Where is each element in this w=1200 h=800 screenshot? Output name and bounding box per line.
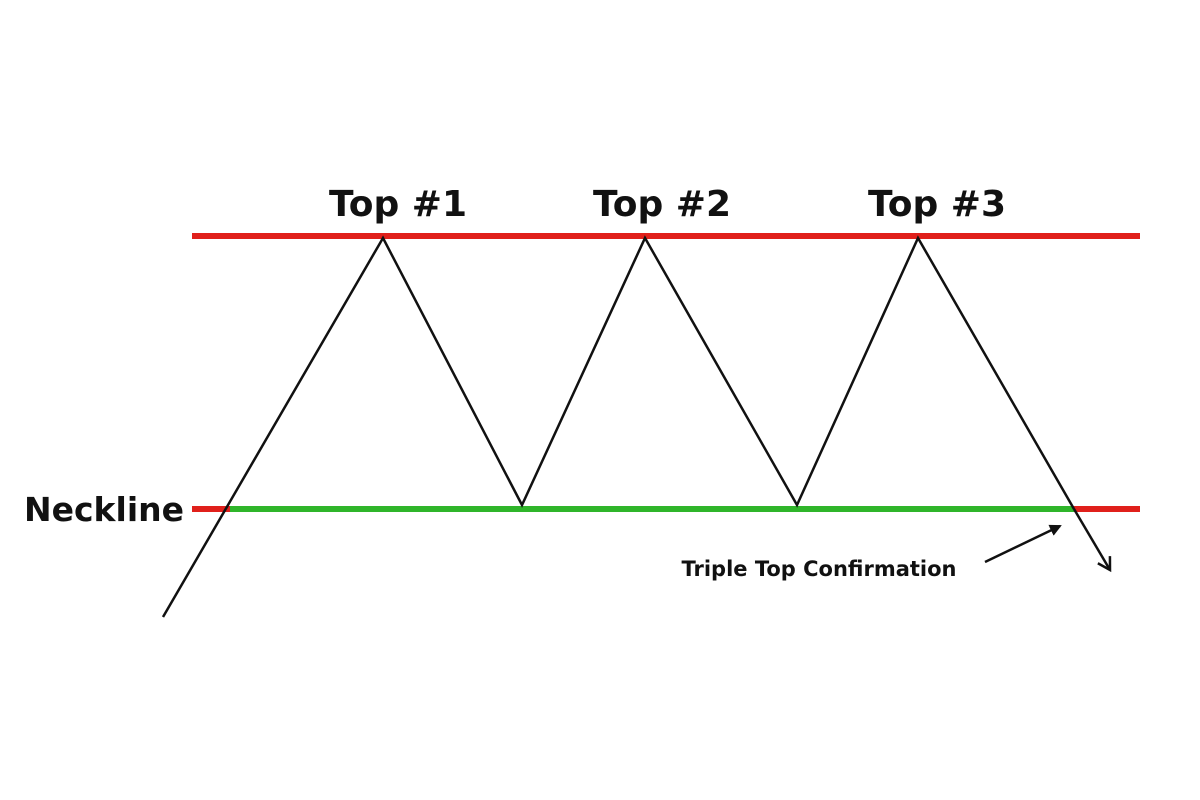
top-2-label: Top #2 xyxy=(593,184,731,225)
confirmation-label: Triple Top Confirmation xyxy=(681,557,956,581)
neckline-label: Neckline xyxy=(24,490,184,529)
breakdown-arrow xyxy=(1072,508,1112,573)
top-1-label: Top #1 xyxy=(329,184,467,225)
confirmation-arrow xyxy=(984,524,1062,564)
top-3-label: Top #3 xyxy=(868,184,1006,225)
price-path xyxy=(161,235,1076,618)
